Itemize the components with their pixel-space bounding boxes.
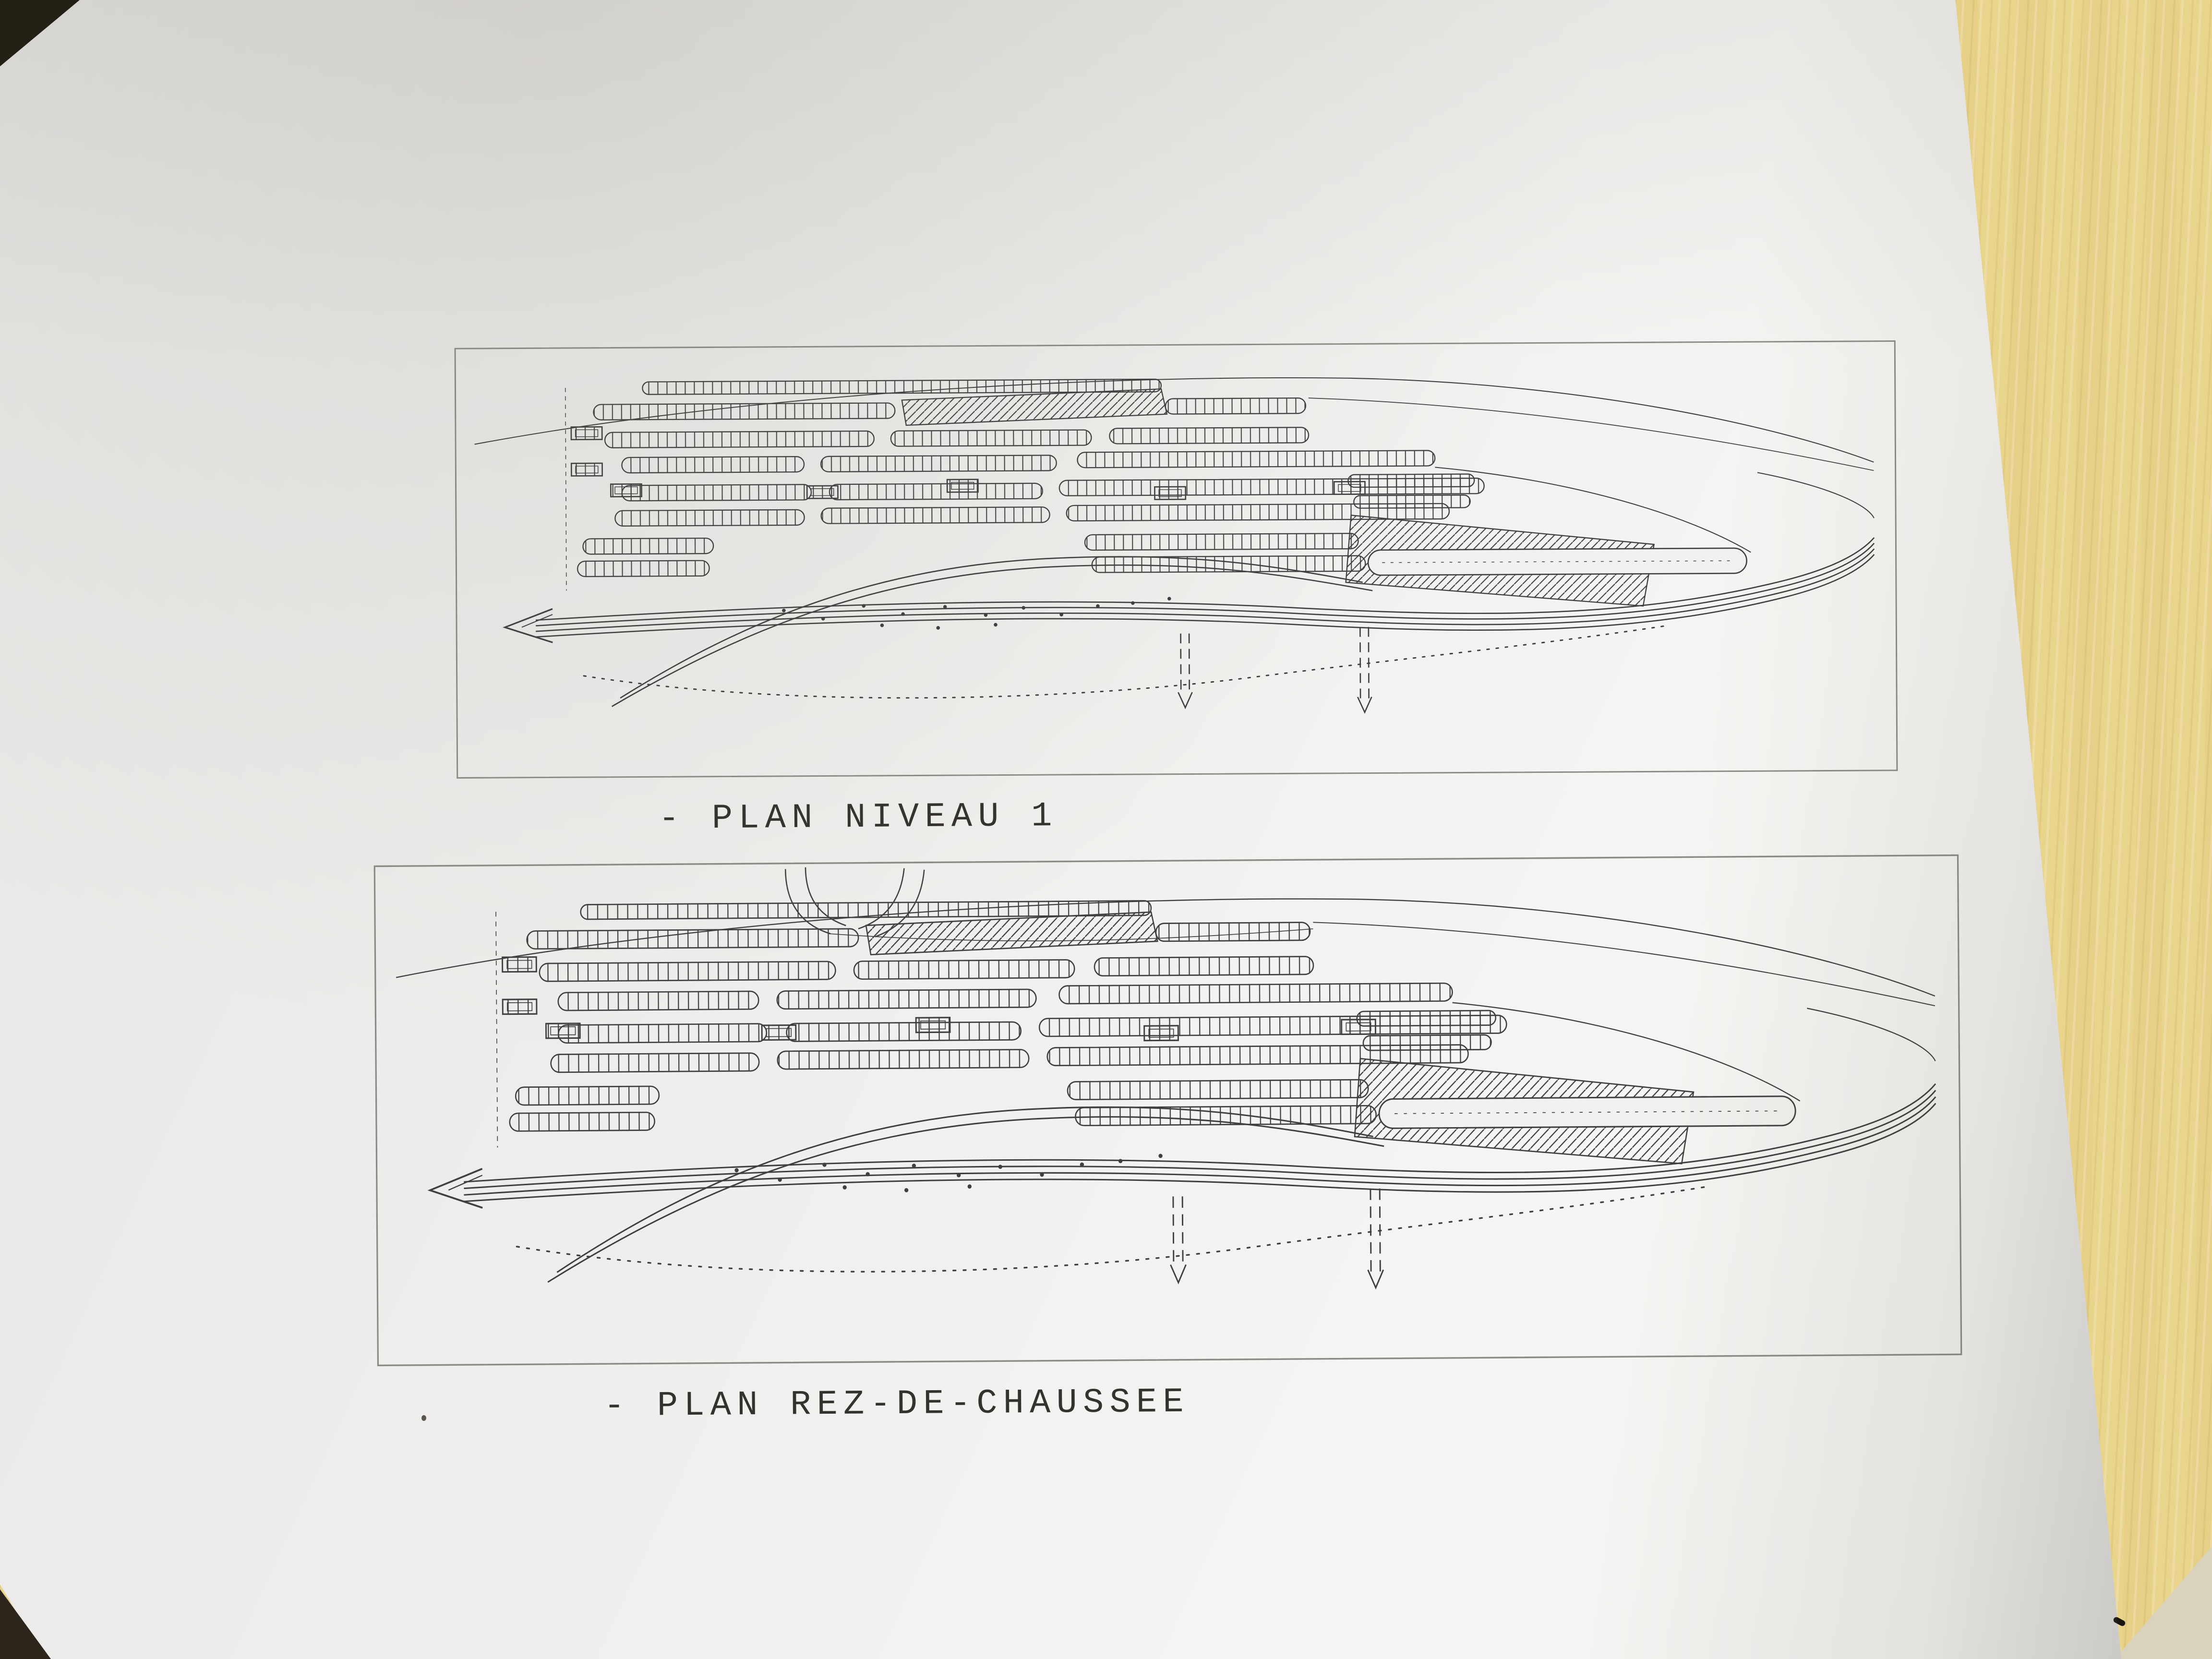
- caption-plan-niveau-1: - PLAN NIVEAU 1: [658, 796, 1058, 839]
- floor-plan-niveau-1: [453, 339, 1899, 780]
- caption-plan-rez-de-chaussee: - PLAN REZ-DE-CHAUSSEE: [603, 1382, 1190, 1426]
- stray-pencil-dot: [421, 1415, 426, 1421]
- floor-plan-rez-de-chaussee: [372, 853, 1963, 1368]
